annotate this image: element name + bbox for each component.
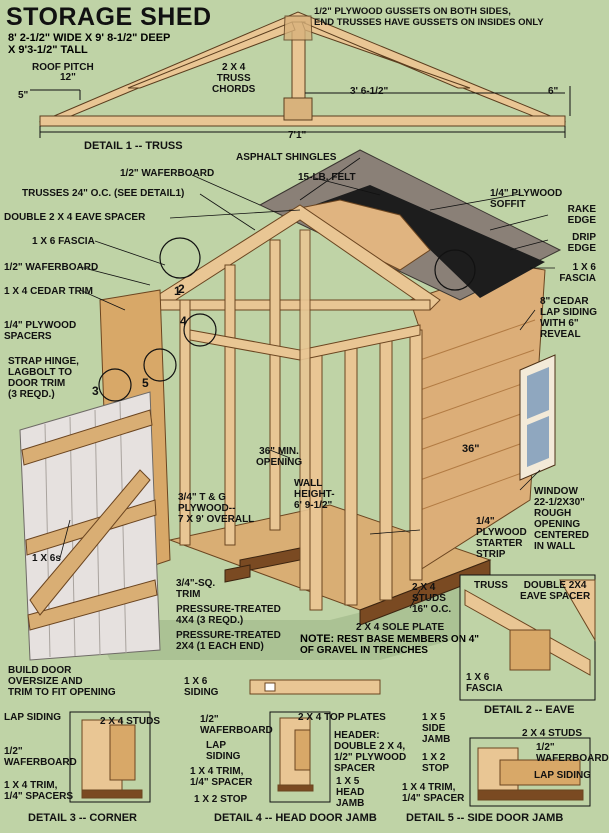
label-strap-hinge: STRAP HINGE, LAGBOLT TO DOOR TRIM (3 REQ… — [8, 356, 79, 400]
label-wall-height: WALL HEIGHT- 6' 9-1/2" — [294, 478, 335, 511]
label-rake-edge: RAKE EDGE — [567, 204, 596, 226]
label-waferboard-wall: 1/2" WAFERBOARD — [4, 262, 99, 273]
wall-framing — [149, 204, 441, 611]
detail5-stop-label: 1 X 2 STOP — [422, 752, 450, 774]
shed-dimensions: 8' 2-1/2" WIDE X 9' 8-1/2" DEEP X 9'3-1/… — [8, 32, 171, 56]
label-soffit: 1/4" PLYWOOD SOFFIT — [490, 188, 563, 210]
half-span-dim: 3' 6-1/2" — [350, 86, 389, 97]
detail2-eave-drawing — [459, 574, 596, 701]
siding-profile — [249, 679, 381, 695]
base-skids — [224, 547, 491, 626]
label-plywood-spacers: 1/4" PLYWOOD SPACERS — [4, 320, 77, 342]
roof-run-label: 12" — [60, 72, 76, 83]
detail3-trim-label: 1 X 4 TRIM, 1/4" SPACERS — [4, 780, 74, 802]
label-pt-4x4: PRESSURE-TREATED 4X4 (3 REQD.) — [176, 604, 281, 626]
detail2-caption: DETAIL 2 -- EAVE — [484, 704, 575, 716]
label-build-door: BUILD DOOR OVERSIZE AND TRIM TO FIT OPEN… — [8, 665, 116, 698]
label-fascia-right: 1 X 6 FASCIA — [559, 262, 596, 284]
detail5-lap-label: LAP SIDING — [534, 770, 592, 781]
label-sole-plate: 2 X 4 SOLE PLATE — [356, 622, 445, 633]
label-pt-2x4: PRESSURE-TREATED 2X4 (1 EACH END) — [176, 630, 281, 652]
label-window: WINDOW 22-1/2X30" ROUGH OPENING CENTERED… — [534, 486, 590, 552]
detail4-caption: DETAIL 4 -- HEAD DOOR JAMB — [214, 812, 377, 824]
detail5-trim-label: 1 X 4 TRIM, 1/4" SPACER — [402, 782, 465, 804]
callout-2: 2 — [178, 282, 185, 296]
label-waferboard-roof: 1/2" WAFERBOARD — [120, 168, 215, 179]
base-note: NOTE: REST BASE MEMBERS ON 4" OF GRAVEL … — [300, 633, 485, 657]
note-text: REST BASE MEMBERS ON 4" OF GRAVEL IN TRE… — [300, 634, 479, 656]
label-cedar-trim: 1 X 4 CEDAR TRIM — [4, 286, 93, 297]
label-siding-1x6: 1 X 6 SIDING — [184, 676, 219, 698]
label-trusses: TRUSSES 24" O.C. (SEE DETAIL1) — [22, 188, 185, 199]
label-asphalt-shingles: ASPHALT SHINGLES — [236, 152, 337, 163]
callout-5: 5 — [142, 376, 149, 390]
detail4-wafer-label: 1/2" WAFERBOARD — [200, 714, 273, 736]
label-36-side: 36" — [462, 443, 480, 455]
note-heading: NOTE: — [300, 633, 335, 645]
detail5-side-jamb-drawing — [469, 737, 591, 807]
detail4-stop-label: 1 X 2 STOP — [194, 794, 248, 805]
callout-4: 4 — [180, 314, 187, 328]
label-door-boards: 1 X 6s — [32, 553, 61, 564]
detail1-truss — [30, 11, 571, 138]
detail4-jamb-label: 1 X 5 HEAD JAMB — [336, 776, 365, 809]
ground-shadow — [90, 575, 560, 660]
label-floor: 3/4" T & G PLYWOOD-- 7 X 9' OVERALL — [178, 492, 255, 525]
truss-chords-label: 2 X 4 TRUSS CHORDS — [212, 62, 256, 95]
label-sq-trim: 3/4"-SQ. TRIM — [176, 578, 216, 600]
detail4-header-label: HEADER: DOUBLE 2 X 4, 1/2" PLYWOOD SPACE… — [334, 730, 407, 774]
label-felt: 15-LB. FELT — [298, 172, 356, 183]
detail4-trim-label: 1 X 4 TRIM, 1/4" SPACER — [190, 766, 253, 788]
detail5-jamb-label: 1 X 5 SIDE JAMB — [422, 712, 451, 745]
leader-lines — [59, 157, 555, 609]
span-dim: 7'1" — [288, 130, 307, 141]
label-fascia: 1 X 6 FASCIA — [32, 236, 95, 247]
roof-rise-label: 5" — [18, 90, 29, 101]
detail5-wafer-label: 1/2" WAFERBOARD — [536, 742, 609, 764]
label-eave-spacer: DOUBLE 2 X 4 EAVE SPACER — [4, 212, 146, 223]
window — [519, 354, 556, 481]
detail4-head-jamb-drawing — [269, 711, 331, 803]
detail2-spacer-label: DOUBLE 2X4 EAVE SPACER — [520, 580, 591, 602]
callout-3: 3 — [92, 384, 99, 398]
label-cedar-siding: 8" CEDAR LAP SIDING WITH 6" REVEAL — [540, 296, 598, 340]
gusset-note: 1/2" PLYWOOD GUSSETS ON BOTH SIDES, END … — [314, 6, 544, 28]
detail4-lap-label: LAP SIDING — [206, 740, 241, 762]
label-drip-edge: DRIP EDGE — [567, 232, 596, 254]
roof — [258, 149, 562, 301]
label-starter-strip: 1/4" PLYWOOD STARTER STRIP — [476, 516, 527, 560]
detail3-lap-label: LAP SIDING — [4, 712, 62, 723]
detail4-plates-label: 2 X 4 TOP PLATES — [298, 712, 386, 723]
detail5-caption: DETAIL 5 -- SIDE DOOR JAMB — [406, 812, 564, 824]
detail2-fascia-label: 1 X 6 FASCIA — [466, 672, 503, 694]
heel-dim: 6" — [548, 86, 559, 97]
detail3-wafer-label: 1/2" WAFERBOARD — [4, 746, 77, 768]
roof-pitch-label: ROOF PITCH — [32, 62, 94, 73]
callout-1: 1 — [174, 284, 181, 298]
door — [19, 391, 161, 661]
label-min-opening: 36" MIN. OPENING — [256, 446, 303, 468]
page-title: STORAGE SHED — [6, 3, 212, 31]
label-studs: 2 X 4 STUDS 16" O.C. — [412, 582, 452, 615]
detail-callouts — [98, 237, 476, 402]
detail1-caption: DETAIL 1 -- TRUSS — [84, 140, 183, 152]
detail3-corner-drawing — [69, 711, 151, 803]
detail2-truss-label: TRUSS — [474, 580, 508, 591]
detail5-studs-label: 2 X 4 STUDS — [522, 728, 583, 739]
detail3-caption: DETAIL 3 -- CORNER — [28, 812, 137, 824]
detail3-studs-label: 2 X 4 STUDS — [100, 716, 161, 727]
